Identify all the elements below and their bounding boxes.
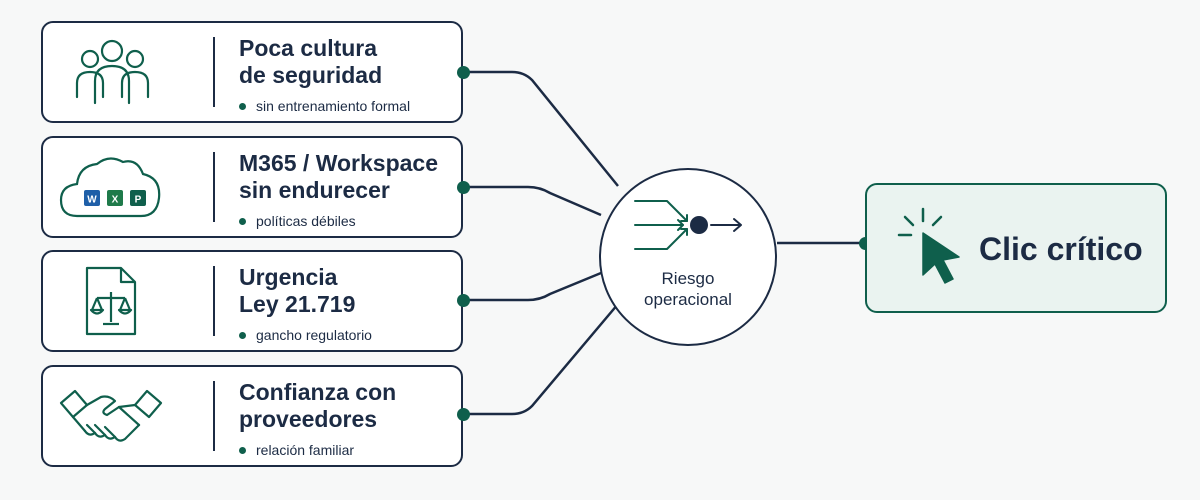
factor-detail: sin entrenamiento formal (239, 97, 410, 115)
legal-document-icon (85, 266, 137, 336)
connector-dot (456, 65, 470, 79)
handshake-icon (59, 389, 163, 442)
factor-card-m365: W X P M365 / Workspace sin endurecer pol… (41, 136, 463, 238)
card-divider (213, 266, 215, 336)
factor-card-culture: Poca cultura de seguridad sin entrenamie… (41, 21, 463, 123)
critical-click-box: Clic crítico (865, 183, 1167, 313)
factor-detail: gancho regulatorio (239, 326, 372, 344)
connector-dot (456, 180, 470, 194)
connector-line-3 (463, 271, 602, 302)
factor-card-suppliers: Confianza con proveedores relación famil… (41, 365, 463, 467)
connector-line-4 (463, 303, 619, 416)
cursor-click-icon (897, 207, 960, 284)
bullet-dot (239, 102, 246, 110)
connector-dot (456, 407, 470, 421)
factor-detail-text: gancho regulatorio (256, 327, 372, 343)
publisher-badge: P (135, 195, 142, 206)
hub-label: Riesgo operacional (644, 269, 732, 309)
connector-line-2 (463, 185, 602, 217)
connector-dot (456, 293, 470, 307)
factor-detail: relación familiar (239, 441, 354, 459)
factor-detail: políticas débiles (239, 212, 356, 230)
factor-title: Urgencia Ley 21.719 (239, 264, 356, 317)
factor-title: M365 / Workspace sin endurecer (239, 150, 439, 203)
cloud-apps-icon: W X P (59, 157, 161, 218)
factor-card-regulation: Urgencia Ley 21.719 gancho regulatorio (41, 250, 463, 352)
convergence-arrows-icon (634, 200, 742, 250)
risk-hub: Riesgo operacional (599, 168, 777, 346)
factor-title: Poca cultura de seguridad (239, 35, 383, 88)
word-badge: W (87, 195, 97, 206)
result-label: Clic crítico (979, 231, 1143, 267)
factor-detail-text: políticas débiles (256, 213, 356, 229)
connector-line-1 (463, 70, 619, 187)
factor-detail-text: sin entrenamiento formal (256, 98, 411, 114)
bullet-dot (239, 331, 246, 339)
card-divider (213, 152, 215, 222)
people-icon (75, 39, 150, 105)
bullet-dot (239, 446, 246, 454)
card-divider (213, 37, 215, 107)
card-divider (213, 381, 215, 451)
factor-detail-text: relación familiar (256, 442, 355, 458)
factor-title: Confianza con proveedores (239, 379, 397, 432)
bullet-dot (239, 217, 246, 225)
excel-badge: X (112, 195, 119, 206)
